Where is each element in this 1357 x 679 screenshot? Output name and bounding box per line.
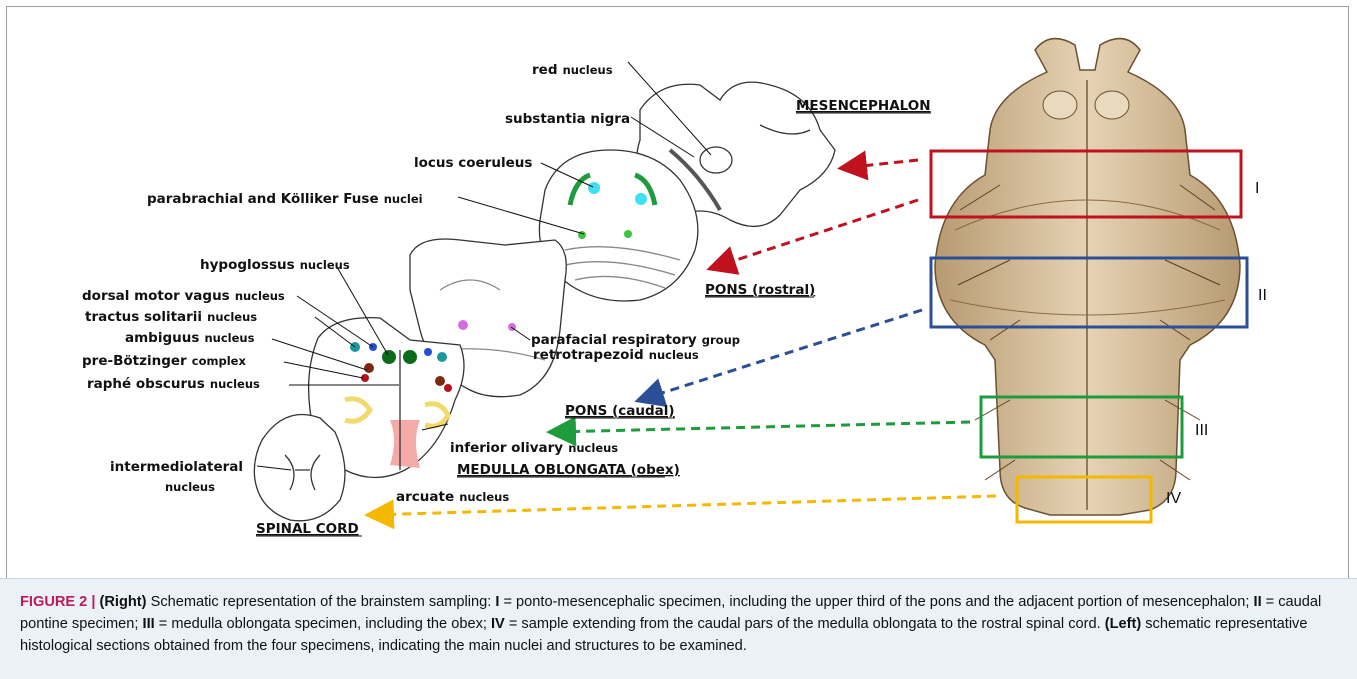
numeral-iii: III	[1195, 422, 1208, 439]
caption-text-1: Schematic representation of the brainste…	[147, 594, 496, 610]
label-locus-coeruleus: locus coeruleus	[414, 155, 532, 171]
figure-number: FIGURE 2 |	[20, 594, 95, 610]
label-tractus-solitarii: tractus solitarii nucleus	[85, 306, 257, 325]
label-arcuate: arcuate nucleus	[396, 486, 509, 505]
label-intermediolateral-nucleus: nucleus	[165, 480, 215, 494]
region-spinal-cord: SPINAL CORD	[256, 521, 359, 537]
caption-right-label: (Right)	[100, 594, 147, 610]
figure-caption: FIGURE 2 | (Right) Schematic representat…	[0, 578, 1357, 679]
label-substantia-nigra: substantia nigra	[505, 111, 630, 127]
label-inferior-olivary: inferior olivary nucleus	[450, 437, 618, 456]
numeral-ii: II	[1258, 287, 1267, 304]
label-dorsal-motor-vagus: dorsal motor vagus nucleus	[82, 285, 285, 304]
region-medulla-oblongata: MEDULLA OBLONGATA (obex)	[457, 462, 680, 478]
label-red-nucleus: red nucleus	[532, 59, 613, 78]
caption-text-5: = sample extending from the caudal pars …	[505, 616, 1105, 632]
arrow-green	[552, 422, 970, 432]
arrow-red-1	[843, 160, 918, 168]
label-intermediolateral: intermediolateral	[110, 459, 243, 475]
label-parabrachial: parabrachial and Kölliker Fuse nuclei	[147, 188, 423, 207]
label-hypoglossus: hypoglossus nucleus	[200, 254, 350, 273]
region-pons-rostral: PONS (rostral)	[705, 282, 815, 298]
caption-numeral-iv: IV	[491, 616, 505, 632]
brainstem-illustration: I II III IV	[931, 39, 1267, 522]
caption-text-4: = medulla oblongata specimen, including …	[155, 616, 491, 632]
label-raphe-obscurus: raphé obscurus nucleus	[87, 373, 260, 392]
label-parafacial: parafacial respiratory group	[531, 329, 740, 348]
label-ambiguus: ambiguus nucleus	[125, 327, 255, 346]
brainstem-figure: I II III IV	[0, 0, 1357, 578]
caption-text-2: = ponto-mesencephalic specimen, includin…	[499, 594, 1253, 610]
numeral-iv: IV	[1166, 490, 1181, 507]
caption-numeral-ii: II	[1254, 594, 1262, 610]
label-pre-botzinger: pre-Bötzinger complex	[82, 350, 246, 369]
caption-numeral-iii: III	[143, 616, 155, 632]
region-mesencephalon: MESENCEPHALON	[796, 98, 931, 114]
caption-left-label: (Left)	[1105, 616, 1141, 632]
numeral-i: I	[1255, 180, 1259, 197]
region-pons-caudal: PONS (caudal)	[565, 403, 675, 419]
